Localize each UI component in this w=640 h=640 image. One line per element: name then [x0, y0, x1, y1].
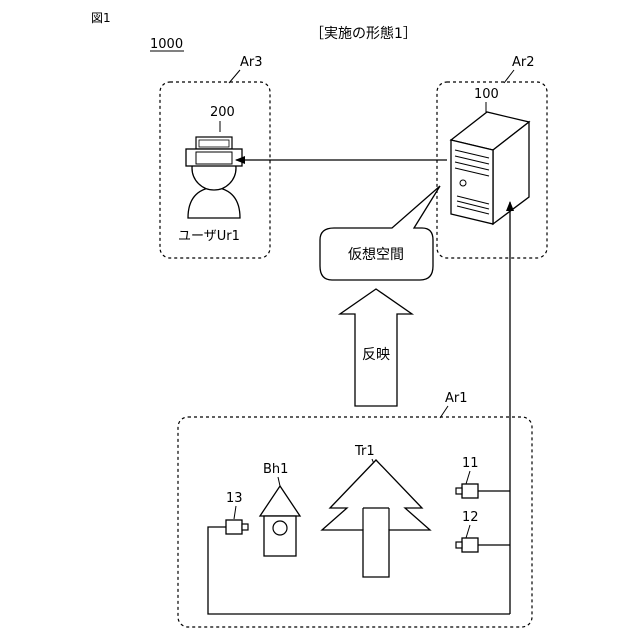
camera-icon — [226, 520, 248, 534]
area-ar1-label: Ar1 — [445, 391, 468, 406]
area-ar1-leader — [440, 406, 448, 418]
speech-bubble-text: 仮想空間 — [348, 247, 404, 263]
area-ar2-label: Ar2 — [512, 55, 535, 70]
camera-13-label: 13 — [226, 491, 243, 506]
building-leader — [278, 477, 280, 486]
figure-label: 図1 — [91, 11, 111, 25]
server-label: 100 — [474, 87, 499, 102]
area-ar3-label: Ar3 — [240, 55, 263, 70]
camera-icon — [456, 484, 478, 498]
house-icon — [260, 486, 300, 556]
camera-icon — [456, 538, 478, 552]
camera-13-leader — [234, 506, 236, 519]
vr-headset-icon — [186, 137, 242, 166]
tree-icon — [322, 460, 430, 577]
camera-11-label: 11 — [462, 456, 479, 471]
server-icon — [451, 112, 529, 224]
hmd-label: 200 — [210, 105, 235, 120]
camera-11-leader — [466, 471, 470, 484]
tree-label: Tr1 — [354, 444, 375, 459]
system-label: 1000 — [150, 37, 183, 52]
area-ar2-leader — [504, 70, 514, 83]
camera-12-leader — [466, 525, 470, 538]
user-label: ユーザUr1 — [178, 229, 240, 244]
area-ar3-leader — [229, 70, 240, 83]
speech-bubble — [320, 186, 440, 280]
reflect-arrow-text: 反映 — [362, 347, 390, 363]
camera-12-label: 12 — [462, 510, 479, 525]
building-label: Bh1 — [263, 462, 288, 477]
heading: ［実施の形態1］ — [310, 26, 417, 42]
